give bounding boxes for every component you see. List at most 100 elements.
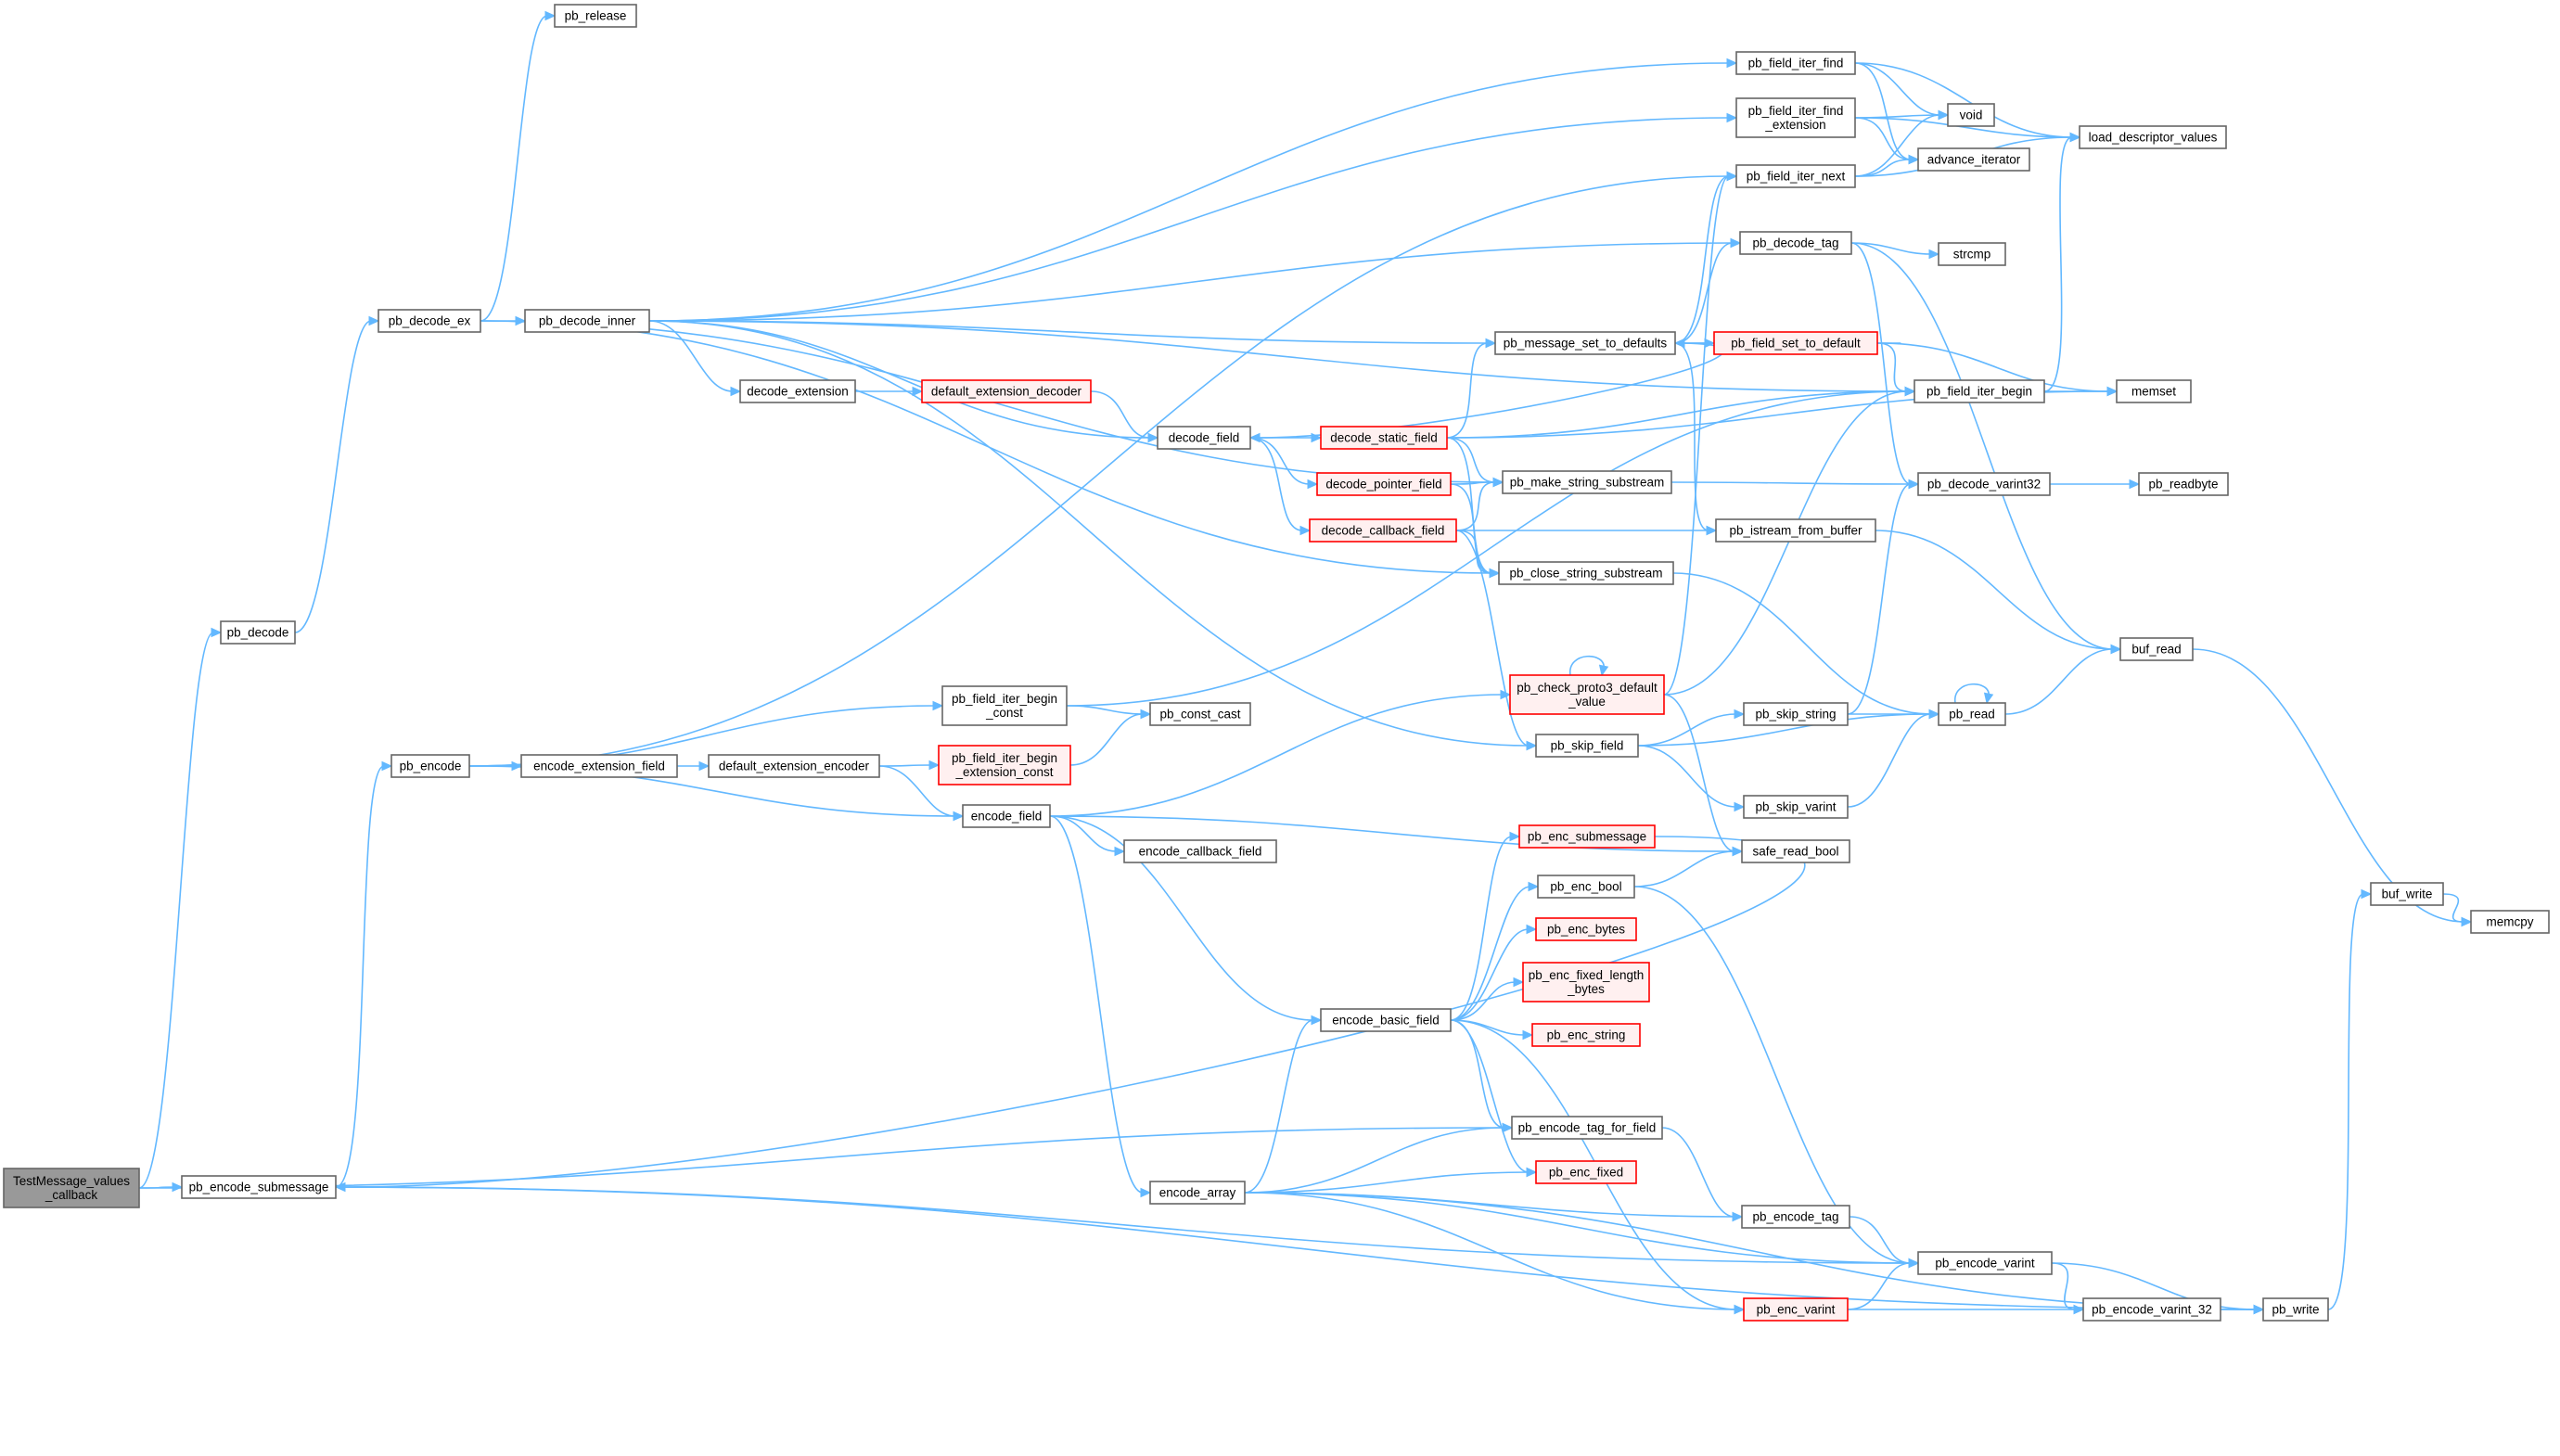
- function-node-pb-enc-fixed[interactable]: pb_enc_fixed: [1535, 1160, 1637, 1184]
- function-node-pb-close-string-substream[interactable]: pb_close_string_substream: [1498, 561, 1674, 585]
- function-node-load-descriptor-values[interactable]: load_descriptor_values: [2079, 125, 2227, 149]
- function-node-pb-field-iter-begin-extension-const[interactable]: pb_field_iter_begin_extension_const: [938, 745, 1071, 785]
- node-label: encode_field: [971, 810, 1043, 824]
- function-node-root[interactable]: TestMessage_values_callback: [3, 1168, 140, 1208]
- function-node-pb-field-set-to-default[interactable]: pb_field_set_to_default: [1713, 331, 1878, 355]
- function-node-buf-read[interactable]: buf_read: [2119, 637, 2194, 661]
- function-node-pb-field-iter-find[interactable]: pb_field_iter_find: [1735, 51, 1856, 75]
- node-label: strcmp: [1953, 248, 1991, 262]
- function-node-encode-array[interactable]: encode_array: [1149, 1181, 1246, 1205]
- arrowhead: [698, 760, 710, 772]
- function-node-pb-encode[interactable]: pb_encode: [390, 754, 470, 778]
- call-edge-pb_field_iter_begin-to-load_descriptor_values: [2043, 132, 2081, 392]
- function-node-pb-message-set-to-defaults[interactable]: pb_message_set_to_defaults: [1494, 331, 1676, 355]
- function-node-strcmp[interactable]: strcmp: [1938, 242, 2006, 266]
- function-node-encode-basic-field[interactable]: encode_basic_field: [1320, 1008, 1452, 1032]
- function-node-pb-decode-ex[interactable]: pb_decode_ex: [378, 309, 481, 333]
- function-node-void[interactable]: void: [1947, 103, 1995, 127]
- function-node-pb-make-string-substream[interactable]: pb_make_string_substream: [1502, 470, 1672, 494]
- function-node-encode-extension-field[interactable]: encode_extension_field: [520, 754, 678, 778]
- function-node-encode-callback-field[interactable]: encode_callback_field: [1123, 839, 1277, 863]
- node-box: [921, 379, 1092, 403]
- function-node-advance-iterator[interactable]: advance_iterator: [1917, 147, 2030, 172]
- node-label: pb_field_iter_find: [1748, 57, 1844, 70]
- function-node-pb-check-proto3-default-value[interactable]: pb_check_proto3_default_value: [1509, 674, 1665, 715]
- edge-line: [1637, 713, 1932, 747]
- edge-line: [1854, 117, 1912, 160]
- arrowhead: [1734, 1304, 1746, 1315]
- call-edge-root-to-pb_decode: [138, 627, 223, 1189]
- node-label: pb_decode_ex: [389, 314, 471, 328]
- function-node-decode-field[interactable]: decode_field: [1157, 426, 1251, 450]
- node-label: pb_message_set_to_defaults: [1504, 337, 1668, 351]
- function-node-decode-extension[interactable]: decode_extension: [739, 379, 856, 403]
- function-node-pb-enc-varint[interactable]: pb_enc_varint: [1743, 1297, 1849, 1322]
- function-node-pb-field-iter-begin[interactable]: pb_field_iter_begin: [1914, 379, 2045, 403]
- function-node-encode-field[interactable]: encode_field: [962, 804, 1051, 828]
- node-box: [1498, 561, 1674, 585]
- function-node-default-extension-decoder[interactable]: default_extension_decoder: [921, 379, 1092, 403]
- call-edge-pb_decode_inner-to-decode_extension: [648, 320, 742, 397]
- function-node-memset[interactable]: memset: [2116, 379, 2192, 403]
- function-node-pb-encode-varint-32[interactable]: pb_encode_varint_32: [2082, 1297, 2221, 1322]
- node-box: [1535, 734, 1639, 758]
- function-node-pb-decode[interactable]: pb_decode: [220, 620, 296, 645]
- function-node-decode-callback-field[interactable]: decode_callback_field: [1309, 518, 1457, 543]
- node-label: buf_read: [2131, 643, 2181, 657]
- node-label: pb_decode_varint32: [1927, 478, 2041, 492]
- function-node-pb-encode-tag-for-field[interactable]: pb_encode_tag_for_field: [1511, 1116, 1663, 1140]
- node-label: _value: [1568, 695, 1606, 709]
- node-box: [1713, 331, 1878, 355]
- function-node-pb-enc-bytes[interactable]: pb_enc_bytes: [1535, 917, 1637, 941]
- function-node-pb-write[interactable]: pb_write: [2262, 1297, 2329, 1322]
- function-node-decode-pointer-field[interactable]: decode_pointer_field: [1316, 472, 1452, 496]
- function-node-pb-field-iter-next[interactable]: pb_field_iter_next: [1735, 164, 1856, 188]
- edge-line: [1854, 159, 1912, 177]
- arrowhead: [381, 760, 393, 772]
- function-node-pb-skip-varint[interactable]: pb_skip_varint: [1743, 795, 1849, 819]
- call-edge-pb_encode_submessage-to-pb_write: [335, 1186, 2265, 1315]
- function-node-decode-static-field[interactable]: decode_static_field: [1320, 426, 1448, 450]
- function-node-pb-read[interactable]: pb_read: [1938, 702, 2006, 726]
- function-node-pb-skip-field[interactable]: pb_skip_field: [1535, 734, 1639, 758]
- arrowhead: [1502, 1122, 1514, 1133]
- function-node-pb-field-iter-find-extension[interactable]: pb_field_iter_find_extension: [1735, 97, 1856, 138]
- node-box: [708, 754, 880, 778]
- call-edge-encode_array-to-pb_enc_varint: [1244, 1192, 1746, 1315]
- function-node-pb-enc-string[interactable]: pb_enc_string: [1531, 1023, 1641, 1047]
- function-node-pb-decode-varint32[interactable]: pb_decode_varint32: [1917, 472, 2051, 496]
- arrowhead: [1513, 977, 1525, 988]
- function-node-pb-readbyte[interactable]: pb_readbyte: [2138, 472, 2229, 496]
- function-node-pb-enc-fixed-length-bytes[interactable]: pb_enc_fixed_length_bytes: [1522, 962, 1650, 1003]
- arrowhead: [2461, 916, 2473, 927]
- function-node-pb-const-cast[interactable]: pb_const_cast: [1149, 702, 1251, 726]
- call-edge-pb_read-to-pb_read: [1954, 683, 1994, 705]
- edge-line: [1450, 1019, 1526, 1036]
- function-node-pb-decode-tag[interactable]: pb_decode_tag: [1739, 231, 1852, 255]
- arrowhead: [1730, 237, 1742, 249]
- arrowhead: [1147, 432, 1159, 443]
- node-label: pb_field_iter_begin: [952, 692, 1057, 706]
- function-node-memcpy[interactable]: memcpy: [2470, 910, 2550, 934]
- function-node-default-extension-encoder[interactable]: default_extension_encoder: [708, 754, 880, 778]
- function-node-pb-encode-varint[interactable]: pb_encode_varint: [1917, 1251, 2053, 1275]
- function-node-pb-decode-inner[interactable]: pb_decode_inner: [524, 309, 650, 333]
- function-node-pb-field-iter-begin-const[interactable]: pb_field_iter_begin_const: [941, 685, 1068, 726]
- function-node-pb-encode-tag[interactable]: pb_encode_tag: [1741, 1205, 1850, 1229]
- call-edge-pb_decode_inner-to-pb_field_iter_find_extension: [648, 112, 1738, 322]
- call-edge-pb_decode_ex-to-pb_release: [480, 10, 557, 322]
- call-edge-encode_field-to-encode_callback_field: [1049, 815, 1126, 857]
- node-box: [1947, 103, 1995, 127]
- function-node-pb-enc-submessage[interactable]: pb_enc_submessage: [1518, 824, 1656, 849]
- node-label: memcpy: [2486, 915, 2533, 929]
- function-node-pb-encode-submessage[interactable]: pb_encode_submessage: [181, 1175, 337, 1199]
- function-node-safe-read-bool[interactable]: safe_read_bool: [1741, 839, 1850, 863]
- function-node-pb-release[interactable]: pb_release: [554, 4, 637, 28]
- edge-line: [2051, 1262, 2077, 1310]
- function-node-buf-write[interactable]: buf_write: [2370, 882, 2444, 906]
- node-box: [1741, 1205, 1850, 1229]
- function-node-pb-istream-from-buffer[interactable]: pb_istream_from_buffer: [1715, 518, 1876, 543]
- function-node-pb-skip-string[interactable]: pb_skip_string: [1743, 702, 1849, 726]
- node-box: [739, 379, 856, 403]
- function-node-pb-enc-bool[interactable]: pb_enc_bool: [1537, 875, 1635, 899]
